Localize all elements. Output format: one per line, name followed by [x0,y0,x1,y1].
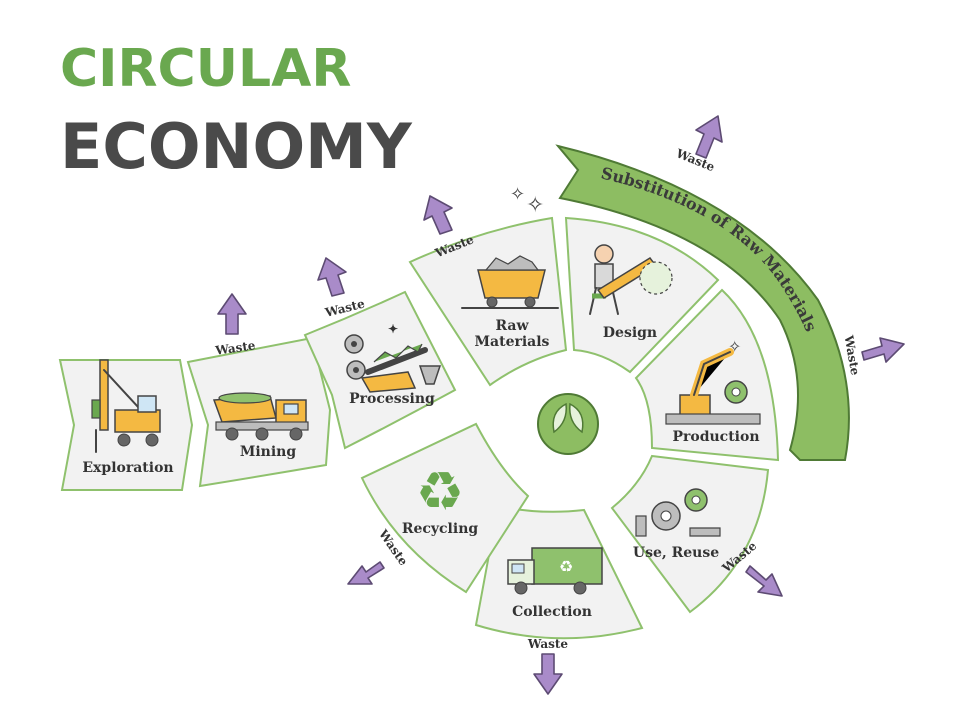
stage-use-reuse: Use, Reuse [610,454,770,614]
leaf-icon-left [552,402,567,434]
stage-production: Production [634,288,780,462]
down-left-arrow-icon [347,561,385,585]
sparkle-icon: ✧ [728,337,741,356]
waste-arrow-mining: Waste [214,293,257,358]
gears-icon [635,488,721,537]
waste-arrow-band-right: Waste [841,333,905,377]
stage-label-design: Design [603,325,657,341]
stage-label-raw-materials-line2: Materials [475,334,550,350]
right-arrow-icon [861,337,905,363]
center-hub [537,393,599,455]
stage-label-collection: Collection [512,604,592,620]
mine-cart-icon [461,255,559,309]
up-arrow-icon [317,257,347,297]
garbage-truck-icon: ♻ [507,547,603,595]
stage-label-mining: Mining [240,444,296,460]
up-arrow-icon [423,195,453,235]
waste-label-mining: Waste [214,338,257,358]
waste-arrow-band-top: Waste [673,115,723,175]
designer-with-pencil-icon [589,244,673,315]
stage-collection: ♻ Collection [474,504,644,640]
conveyor-machine-icon [344,334,442,393]
waste-arrow-collection: Waste [527,637,569,695]
title-line-1: CIRCULAR [60,39,351,99]
down-arrow-icon [533,653,563,695]
stage-label-production: Production [672,429,759,445]
spark-icon: ✦ [388,322,398,336]
waste-arrow-processing: Waste [317,257,367,320]
waste-label-band-top: Waste [673,146,717,175]
stage-recycling: ♻ Recycling [360,422,530,594]
robot-arm-icon [665,348,761,425]
stage-exploration: Exploration [58,359,194,491]
up-arrow-icon [217,293,247,335]
leaf-icon-right [569,402,584,434]
stage-label-exploration: Exploration [82,460,173,476]
svg-text:♻: ♻ [559,557,573,576]
stage-label-processing: Processing [349,391,435,407]
stage-label-recycling: Recycling [402,521,479,537]
dump-truck-icon [212,392,309,441]
stage-processing: ✦ Processing [303,290,457,450]
drill-rig-icon [91,359,161,453]
stage-label-raw-materials-line1: Raw [495,318,529,334]
sparkle-icon: ✧ [510,184,525,205]
title-line-2: ECONOMY [60,110,413,183]
stage-label-use-reuse: Use, Reuse [633,545,719,561]
sparkle-icon: ✧ [526,193,544,218]
stage-design: Design [564,216,720,374]
recycling-symbol-icon: ♻ [416,460,464,523]
up-arrow-icon [695,115,723,159]
down-right-arrow-icon [745,565,783,597]
stage-mining: Mining [186,336,332,488]
waste-label-collection: Waste [527,637,569,651]
stage-raw-materials: Raw Materials [408,216,568,387]
